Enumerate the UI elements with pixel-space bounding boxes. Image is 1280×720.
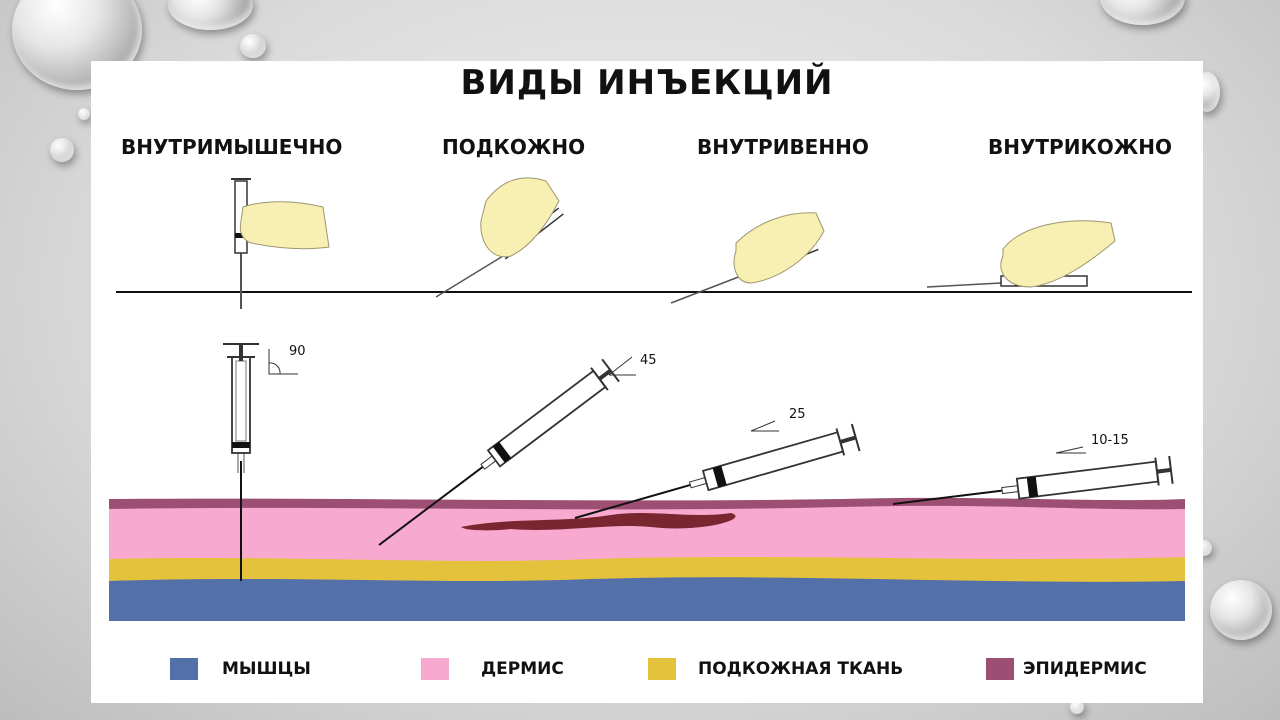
syringe-intravenous <box>574 420 861 519</box>
hand-syringe-intravenous <box>670 212 825 304</box>
heading-subcutaneous: ПОДКОЖНО <box>442 135 586 159</box>
water-drop <box>1100 0 1185 25</box>
water-drop <box>168 0 253 30</box>
water-drop <box>1210 580 1272 640</box>
water-drop <box>240 34 266 58</box>
angle-label-intravenous: 25 <box>789 407 806 422</box>
legend-swatch-subcutaneous <box>648 658 676 680</box>
water-drop <box>78 108 90 120</box>
legend-swatch-epidermis <box>986 658 1014 680</box>
heading-intramuscular: ВНУТРИМЫШЕЧНО <box>121 135 343 159</box>
angle-label-intramuscular: 90 <box>289 344 306 359</box>
diagram-panel: ВИДЫ ИНЪЕКЦИЙ ВНУТРИМЫШЕЧНО ПОДКОЖНО ВНУ… <box>91 61 1203 703</box>
injection-illustration <box>109 177 1192 621</box>
legend-swatch-dermis <box>421 658 449 680</box>
heading-intradermal: ВНУТРИКОЖНО <box>988 135 1173 159</box>
syringe-subcutaneous <box>378 356 636 546</box>
angle-label-subcutaneous: 45 <box>640 353 657 368</box>
layer-muscle <box>109 575 1185 621</box>
legend-label-subcutaneous: ПОДКОЖНАЯ ТКАНЬ <box>698 659 904 679</box>
hand-syringe-intradermal <box>926 220 1116 288</box>
angle-label-intradermal: 10-15 <box>1091 433 1129 448</box>
legend-swatch-muscle <box>170 658 198 680</box>
legend-label-muscle: МЫШЦЫ <box>222 659 311 679</box>
syringe-intramuscular <box>223 343 298 581</box>
hand-syringe-subcutaneous <box>435 177 564 298</box>
water-drop <box>1070 700 1084 714</box>
water-drop <box>50 138 74 162</box>
hand-syringe-intramuscular <box>231 178 330 309</box>
syringe-intradermal <box>892 446 1174 505</box>
diagram-title: ВИДЫ ИНЪЕКЦИЙ <box>460 63 834 103</box>
layer-subcutaneous <box>109 555 1185 582</box>
heading-intravenous: ВНУТРИВЕННО <box>697 135 869 159</box>
layer-dermis <box>109 503 1185 561</box>
legend-label-epidermis: ЭПИДЕРМИС <box>1023 659 1147 679</box>
vein <box>461 513 736 531</box>
legend-label-dermis: ДЕРМИС <box>481 659 564 679</box>
